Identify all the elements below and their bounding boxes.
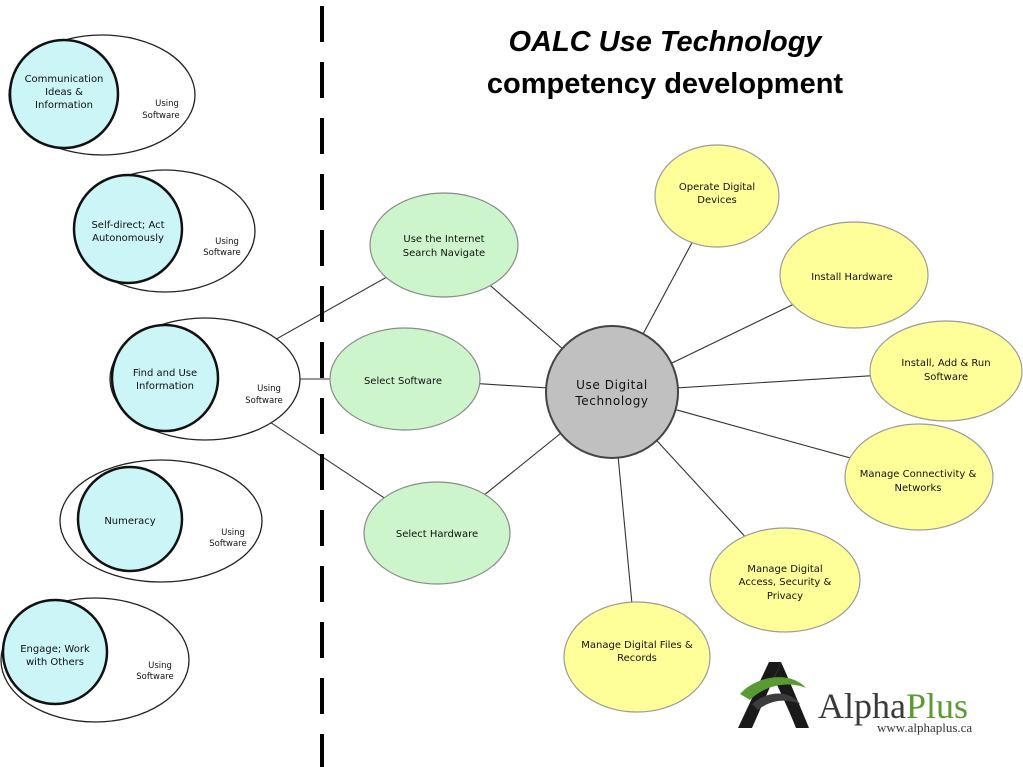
title-line-1: OALC Use Technology <box>508 26 823 58</box>
skill-circle <box>72 173 184 285</box>
node-ellipse <box>654 144 780 248</box>
using-software-label: Using <box>148 661 172 671</box>
node-ellipse <box>369 192 519 298</box>
hub-label-line: Use Digital <box>576 378 648 392</box>
node-label-line: Records <box>617 653 657 664</box>
node-use-internet: Use the Internet Search Navigate <box>369 192 519 298</box>
node-ellipse <box>363 481 511 585</box>
using-software-label: Software <box>203 248 240 258</box>
node-label-line: Select Hardware <box>396 529 478 540</box>
hub-label-line: Technology <box>574 394 648 408</box>
node-ellipse <box>329 327 481 431</box>
skill-label-line: Information <box>35 100 93 111</box>
using-software-label: Software <box>209 539 246 549</box>
skill-circle <box>76 465 184 573</box>
logo-wordmark: AlphaPlus <box>818 686 968 726</box>
node-label-line: Manage Digital Files & <box>581 640 693 651</box>
skill-label-line: Communication <box>25 74 104 85</box>
node-install-hardware: Install Hardware <box>779 221 929 329</box>
node-operate-devices: Operate Digital Devices <box>654 144 780 248</box>
node-label-line: Install Hardware <box>811 272 893 283</box>
using-software-label: Using <box>221 528 245 538</box>
skill-group-numeracy: Numeracy Using Software <box>59 459 263 583</box>
logo-mark-lower-swoosh <box>752 693 800 710</box>
node-label-line: Install, Add & Run <box>901 358 990 369</box>
skill-group-communication: Communication Ideas & Information Using … <box>8 34 196 156</box>
node-install-software: Install, Add & Run Software <box>869 320 1023 422</box>
logo-url: www.alphaplus.ca <box>877 720 972 735</box>
logo-mark-swoosh <box>740 677 806 700</box>
skill-group-find-information: Find and Use Information Using Software <box>109 317 301 441</box>
node-label-line: Privacy <box>767 591 803 602</box>
node-label-line: Software <box>924 372 968 383</box>
node-label-line: Devices <box>697 195 736 206</box>
node-ellipse <box>709 527 861 633</box>
node-ellipse <box>563 601 711 713</box>
node-label-line: Networks <box>895 483 942 494</box>
node-select-software: Select Software <box>329 327 481 431</box>
node-label-line: Use the Internet <box>403 234 484 245</box>
skill-label-line: Ideas & <box>45 87 83 98</box>
using-software-label: Using <box>215 237 239 247</box>
node-select-hardware: Select Hardware <box>363 481 511 585</box>
skill-label-line: Self-direct; Act <box>91 220 164 231</box>
using-software-label: Software <box>136 672 173 682</box>
node-label-line: Manage Connectivity & <box>860 469 977 480</box>
node-label-line: Manage Digital <box>747 564 822 575</box>
node-manage-access-security: Manage Digital Access, Security & Privac… <box>709 527 861 633</box>
alphaplus-logo: AlphaPlus www.alphaplus.ca <box>738 662 972 735</box>
skill-label-line: Numeracy <box>104 516 155 527</box>
node-label-line: Access, Security & <box>739 577 832 588</box>
node-label-line: Operate Digital <box>679 182 755 193</box>
skill-circle <box>1 598 109 706</box>
using-software-label: Using <box>257 384 281 394</box>
logo-wordmark-plus: Plus <box>906 686 968 726</box>
node-ellipse <box>844 423 994 531</box>
skill-label-line: Information <box>136 381 194 392</box>
node-label-line: Select Software <box>364 376 442 387</box>
using-software-label: Using <box>155 99 179 109</box>
skill-group-engage-others: Engage; Work with Others Using Software <box>0 597 190 723</box>
skill-circle <box>8 38 120 150</box>
node-manage-files-records: Manage Digital Files & Records <box>563 601 711 713</box>
logo-wordmark-alpha: Alpha <box>818 686 906 726</box>
skill-label-line: Autonomously <box>92 233 164 244</box>
alphaplus-mark-icon <box>738 662 809 728</box>
hub-circle <box>545 325 679 459</box>
skill-circle <box>110 323 220 433</box>
using-software-label: Software <box>245 396 282 406</box>
using-software-label: Software <box>142 111 179 121</box>
hub-use-digital-technology: Use Digital Technology <box>545 325 679 459</box>
skill-label-line: Find and Use <box>133 368 197 379</box>
skill-group-self-direct: Self-direct; Act Autonomously Using Soft… <box>72 169 256 293</box>
skill-label-line: Engage; Work <box>20 644 90 655</box>
title-line-2: competency development <box>487 68 843 100</box>
node-label-line: Search Navigate <box>403 248 485 259</box>
node-ellipse <box>779 221 929 329</box>
node-manage-connectivity: Manage Connectivity & Networks <box>844 423 994 531</box>
skill-label-line: with Others <box>26 657 84 668</box>
node-ellipse <box>869 320 1023 422</box>
